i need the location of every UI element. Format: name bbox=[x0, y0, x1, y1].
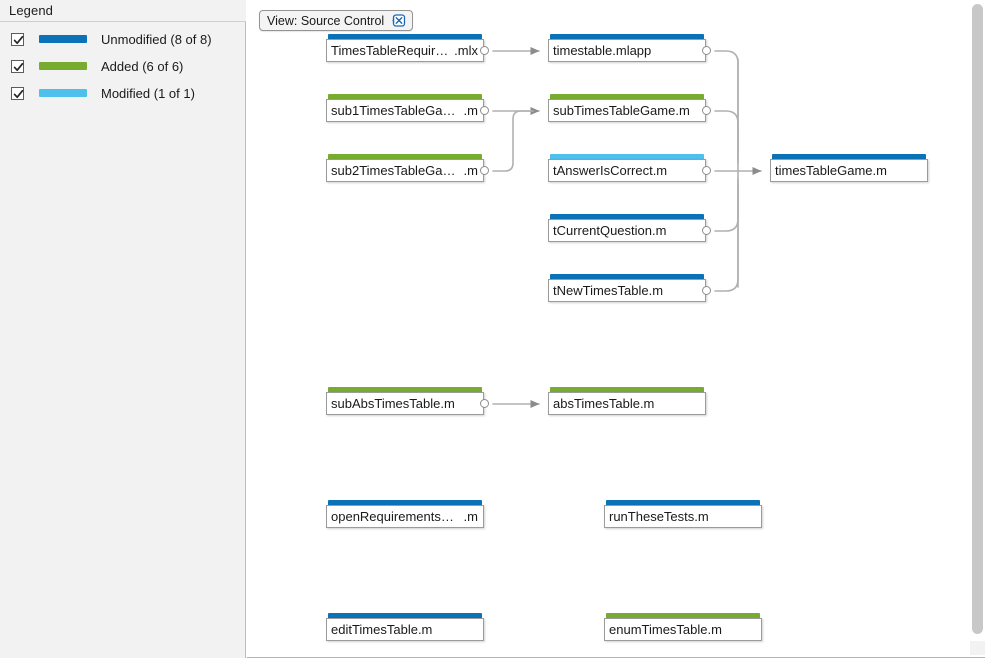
legend-item-label: Unmodified (8 of 8) bbox=[101, 31, 212, 47]
legend-row[interactable]: Unmodified (8 of 8) bbox=[0, 28, 246, 50]
graph-node-subTimesTableGame[interactable]: subTimesTableGame.m bbox=[548, 94, 711, 122]
checkbox-checked-icon[interactable] bbox=[11, 59, 24, 73]
checkbox-checked-icon[interactable] bbox=[11, 32, 24, 46]
legend-header bbox=[0, 0, 246, 22]
checkbox-checked-icon[interactable] bbox=[11, 86, 24, 100]
graph-node-runTheseTests[interactable]: runTheseTests.m bbox=[604, 500, 762, 528]
node-status-bar bbox=[772, 154, 926, 159]
node-label-extension: .m bbox=[463, 509, 478, 524]
node-label: timestable.mlapp bbox=[553, 43, 652, 58]
node-body[interactable]: subTimesTableGame.m bbox=[548, 99, 706, 122]
edge-layer bbox=[492, 47, 762, 408]
view-source-control-chip[interactable]: View: Source Control bbox=[259, 10, 414, 31]
graph-node-editTimesTable[interactable]: editTimesTable.m bbox=[326, 613, 484, 641]
node-body[interactable]: enumTimesTable.m bbox=[604, 618, 762, 641]
graph-node-timestable[interactable]: timestable.mlapp bbox=[548, 34, 711, 62]
node-label: timesTableGame.m bbox=[775, 163, 887, 178]
graph-node-openRequirements[interactable]: openRequirements… .m bbox=[326, 500, 484, 528]
node-label: tAnswerIsCorrect.m bbox=[553, 163, 668, 178]
node-label: subAbsTimesTable.m bbox=[331, 396, 455, 411]
node-status-bar bbox=[606, 500, 760, 505]
legend-row[interactable]: Modified (1 of 1) bbox=[0, 82, 246, 104]
graph-node-sub1TimesTableGame[interactable]: sub1TimesTableGa… .m bbox=[326, 94, 489, 122]
node-status-bar bbox=[328, 34, 482, 39]
graph-node-enumTimesTable[interactable]: enumTimesTable.m bbox=[604, 613, 762, 641]
node-status-bar bbox=[550, 274, 704, 279]
node-body[interactable]: absTimesTable.m bbox=[548, 392, 706, 415]
node-body[interactable]: runTheseTests.m bbox=[604, 505, 762, 528]
node-body[interactable]: subAbsTimesTable.m bbox=[326, 392, 484, 415]
node-body[interactable]: tNewTimesTable.m bbox=[548, 279, 706, 302]
node-status-bar bbox=[328, 613, 482, 618]
legend-panel: Legend Unmodified (8 of 8) Added (6 of 6)… bbox=[0, 0, 246, 658]
legend-color-swatch bbox=[39, 62, 87, 70]
node-label-extension: .m bbox=[463, 103, 478, 118]
node-body[interactable]: TimesTableRequir… .mlx bbox=[326, 39, 484, 62]
node-body[interactable]: openRequirements… .m bbox=[326, 505, 484, 528]
node-label: tCurrentQuestion.m bbox=[553, 223, 667, 238]
node-output-port[interactable] bbox=[480, 399, 489, 408]
graph-node-subAbsTimesTable[interactable]: subAbsTimesTable.m bbox=[326, 387, 489, 415]
graph-node-timesTableRequirements[interactable]: TimesTableRequir… .mlx bbox=[326, 34, 489, 62]
graph-node-tNewTimesTable[interactable]: tNewTimesTable.m bbox=[548, 274, 711, 302]
node-status-bar bbox=[606, 613, 760, 618]
node-status-bar bbox=[550, 154, 704, 159]
node-status-bar bbox=[328, 94, 482, 99]
legend-item-label: Added (6 of 6) bbox=[101, 58, 184, 74]
graph-canvas-panel: View: Source Control TimesTableRequir… .m… bbox=[247, 0, 985, 658]
graph-node-tAnswerIsCorrect[interactable]: tAnswerIsCorrect.m bbox=[548, 154, 711, 182]
node-status-bar bbox=[550, 387, 704, 392]
legend-row[interactable]: Added (6 of 6) bbox=[0, 55, 246, 77]
node-label: sub2TimesTableGa… bbox=[331, 163, 456, 178]
legend-item-label: Modified (1 of 1) bbox=[101, 85, 195, 101]
node-label: openRequirements… bbox=[331, 509, 454, 524]
node-label: TimesTableRequir… bbox=[331, 43, 449, 58]
node-label: subTimesTableGame.m bbox=[553, 103, 690, 118]
legend-color-swatch bbox=[39, 89, 87, 97]
node-status-bar bbox=[550, 214, 704, 219]
view-chip-label: View: Source Control bbox=[267, 13, 385, 28]
scrollbar-corner bbox=[970, 641, 985, 655]
node-body[interactable]: editTimesTable.m bbox=[326, 618, 484, 641]
node-output-port[interactable] bbox=[480, 106, 489, 115]
node-status-bar bbox=[550, 34, 704, 39]
node-body[interactable]: tCurrentQuestion.m bbox=[548, 219, 706, 242]
graph-canvas[interactable]: View: Source Control TimesTableRequir… .m… bbox=[250, 3, 967, 652]
legend-title: Legend bbox=[9, 3, 53, 18]
node-body[interactable]: timestable.mlapp bbox=[548, 39, 706, 62]
graph-node-tCurrentQuestion[interactable]: tCurrentQuestion.m bbox=[548, 214, 711, 242]
legend-list: Unmodified (8 of 8) Added (6 of 6) Modifie… bbox=[0, 23, 246, 104]
node-body[interactable]: sub2TimesTableGa… .m bbox=[326, 159, 484, 182]
vertical-scrollbar-thumb[interactable] bbox=[972, 4, 983, 634]
node-status-bar bbox=[328, 500, 482, 505]
node-label-extension: .m bbox=[463, 163, 478, 178]
graph-node-absTimesTable[interactable]: absTimesTable.m bbox=[548, 387, 706, 415]
node-status-bar bbox=[328, 154, 482, 159]
node-label: tNewTimesTable.m bbox=[553, 283, 664, 298]
node-output-port[interactable] bbox=[702, 106, 711, 115]
close-x-icon[interactable] bbox=[391, 14, 406, 27]
node-label: enumTimesTable.m bbox=[609, 622, 722, 637]
node-body[interactable]: timesTableGame.m bbox=[770, 159, 928, 182]
node-label: editTimesTable.m bbox=[331, 622, 433, 637]
node-label-extension: .mlx bbox=[454, 43, 478, 58]
node-body[interactable]: tAnswerIsCorrect.m bbox=[548, 159, 706, 182]
vertical-scrollbar[interactable] bbox=[970, 0, 985, 645]
node-output-port[interactable] bbox=[702, 166, 711, 175]
graph-node-timesTableGame[interactable]: timesTableGame.m bbox=[770, 154, 928, 182]
node-label: sub1TimesTableGa… bbox=[331, 103, 456, 118]
legend-color-swatch bbox=[39, 35, 87, 43]
node-label: absTimesTable.m bbox=[553, 396, 655, 411]
node-output-port[interactable] bbox=[702, 46, 711, 55]
node-output-port[interactable] bbox=[480, 46, 489, 55]
node-body[interactable]: sub1TimesTableGa… .m bbox=[326, 99, 484, 122]
node-label: runTheseTests.m bbox=[609, 509, 709, 524]
node-output-port[interactable] bbox=[480, 166, 489, 175]
node-output-port[interactable] bbox=[702, 226, 711, 235]
node-status-bar bbox=[328, 387, 482, 392]
node-status-bar bbox=[550, 94, 704, 99]
node-output-port[interactable] bbox=[702, 286, 711, 295]
graph-node-sub2TimesTableGame[interactable]: sub2TimesTableGa… .m bbox=[326, 154, 489, 182]
